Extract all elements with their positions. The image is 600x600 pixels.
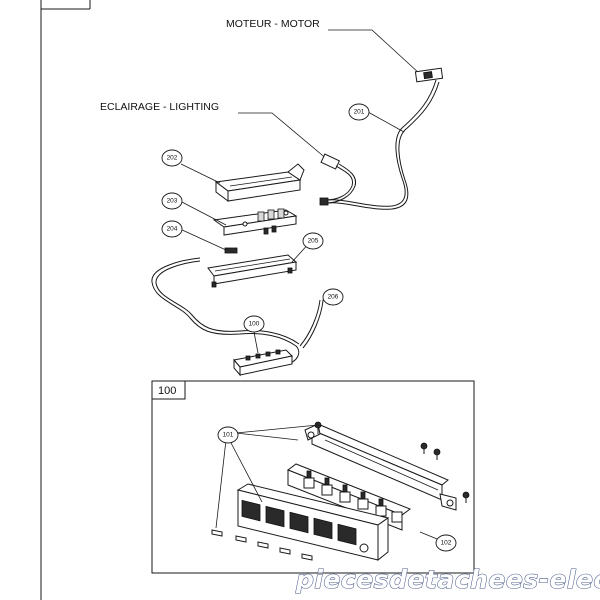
- svg-text:100: 100: [249, 321, 260, 328]
- switch-assembly-small: [233, 349, 294, 377]
- motor-connector: [414, 67, 444, 83]
- screw-2: [420, 442, 428, 454]
- pcb-switch-3: [339, 484, 351, 503]
- panel-button-3: [289, 511, 309, 534]
- inset-title: 100: [158, 385, 176, 397]
- svg-text:101: 101: [223, 432, 234, 439]
- panel-button-1: [241, 499, 261, 522]
- inset-back-rail: [304, 423, 457, 511]
- callout-203: 203: [161, 192, 183, 210]
- svg-text:203: 203: [167, 198, 178, 205]
- screw-1: [314, 421, 322, 434]
- screw-3: [433, 448, 441, 460]
- motor-label-group: MOTEUR - MOTOR: [226, 18, 444, 83]
- svg-text:206: 206: [328, 294, 339, 301]
- svg-text:202: 202: [167, 155, 178, 162]
- callout-204: 204: [161, 220, 183, 238]
- svg-text:205: 205: [308, 238, 319, 245]
- svg-text:204: 204: [167, 226, 178, 233]
- panel-button-5: [337, 523, 357, 546]
- callout-201: 201: [348, 103, 370, 121]
- inset-front-panel: [236, 483, 390, 562]
- inset-screws: [314, 421, 470, 503]
- lighting-label-group: ECLAIRAGE - LIGHTING: [100, 101, 341, 170]
- pcb-switch-1: [303, 470, 315, 489]
- part-202-light-housing: [214, 163, 305, 202]
- page-frame: [40, 0, 91, 600]
- callout-100-small: 100: [243, 315, 265, 333]
- svg-text:102: 102: [441, 540, 452, 547]
- callout-205: 205: [302, 232, 324, 250]
- harness-201: [319, 79, 440, 210]
- callout-101: 101: [217, 426, 239, 444]
- lighting-label: ECLAIRAGE - LIGHTING: [100, 101, 219, 113]
- svg-text:201: 201: [354, 109, 365, 116]
- part-203-lamp-holder: [212, 208, 298, 236]
- inset-box-100: 100: [151, 380, 475, 574]
- callout-102: 102: [435, 534, 457, 552]
- lighting-connector: [320, 153, 341, 170]
- callout-206: 206: [322, 288, 344, 306]
- panel-button-2: [265, 505, 285, 528]
- part-205-diffuser: [207, 254, 298, 288]
- callout-leaders: [179, 111, 405, 354]
- part-204-lamp: [224, 247, 238, 254]
- panel-button-4: [313, 517, 333, 540]
- pcb-switch-4: [357, 491, 369, 510]
- inset-button-caps: [211, 529, 313, 561]
- pcb-switch-2: [321, 477, 333, 496]
- screw-4: [462, 491, 470, 503]
- callout-202: 202: [161, 149, 183, 167]
- motor-label: MOTEUR - MOTOR: [226, 18, 320, 30]
- watermark-text: piecesdetachees-elec.com: [295, 565, 600, 594]
